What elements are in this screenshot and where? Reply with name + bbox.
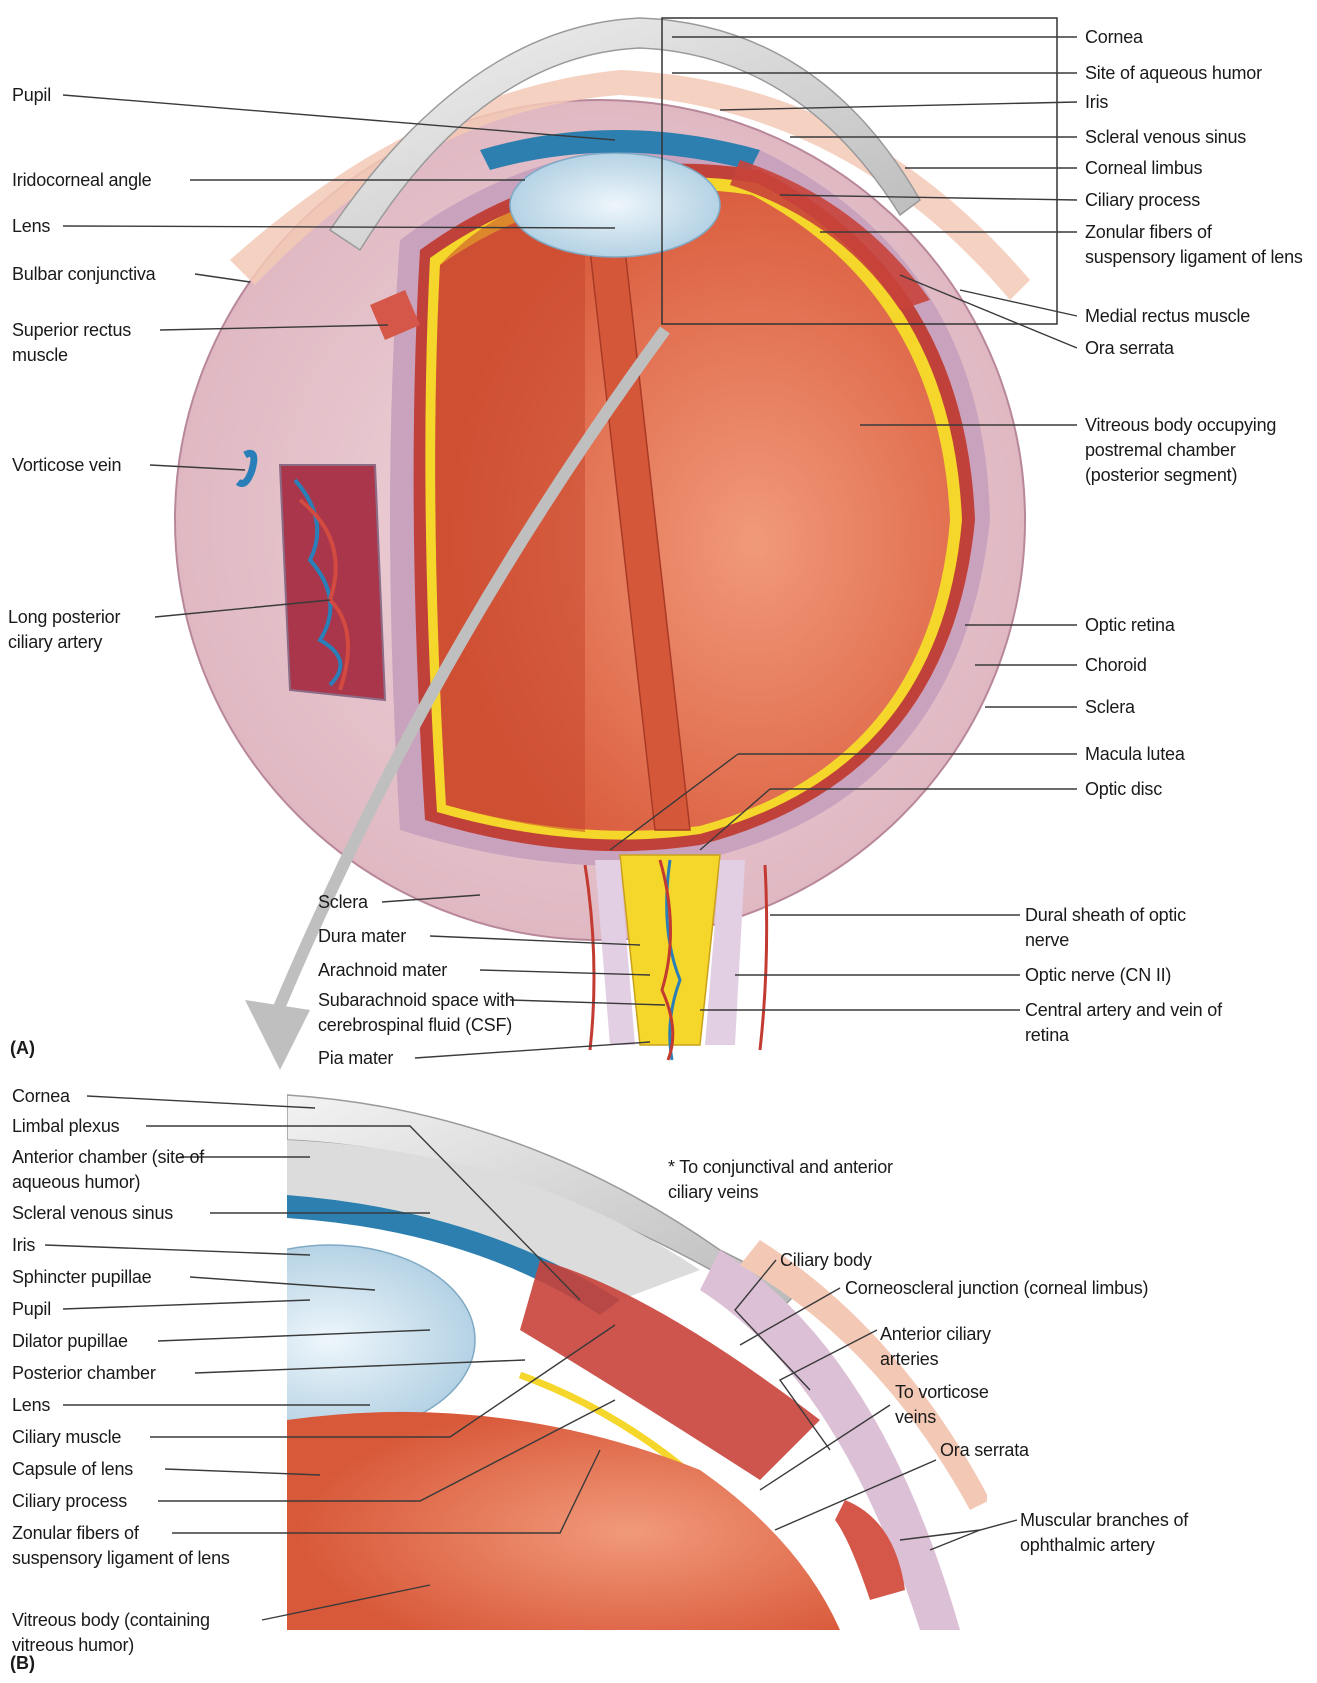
b-lens (185, 1245, 475, 1435)
zoom-arrowhead (245, 1000, 310, 1070)
label-long-posterior-ciliary: Long posterior ciliary artery (8, 605, 168, 655)
vitreous-shadow (435, 190, 585, 832)
label-cornea-a: Cornea (1085, 25, 1143, 50)
label-macula-lutea: Macula lutea (1085, 742, 1185, 767)
label-subarachnoid-space: Subarachnoid space with cerebrospinal fl… (318, 988, 618, 1038)
label-ciliary-body: Ciliary body (780, 1248, 872, 1273)
label-optic-nerve: Optic nerve (CN II) (1025, 963, 1171, 988)
label-optic-retina: Optic retina (1085, 613, 1175, 638)
label-lens-a: Lens (12, 214, 50, 239)
label-anterior-chamber: Anterior chamber (site of aqueous humor) (12, 1145, 272, 1195)
label-aqueous-site: Site of aqueous humor (1085, 61, 1262, 86)
label-zonular-fibers-a: Zonular fibers of suspensory ligament of… (1085, 220, 1305, 270)
label-scleral-sinus-b: Scleral venous sinus (12, 1201, 173, 1226)
label-iris-a: Iris (1085, 90, 1108, 115)
label-conjunctival-note: * To conjunctival and anterior ciliary v… (668, 1155, 898, 1205)
label-dura-mater: Dura mater (318, 924, 406, 949)
lens-shape (510, 153, 720, 257)
label-to-vorticose-veins: To vorticose veins (895, 1380, 1025, 1430)
label-ciliary-muscle: Ciliary muscle (12, 1425, 121, 1450)
label-choroid: Choroid (1085, 653, 1147, 678)
label-limbal-plexus: Limbal plexus (12, 1114, 119, 1139)
label-iridocorneal-angle: Iridocorneal angle (12, 168, 152, 193)
label-pupil-a: Pupil (12, 83, 51, 108)
label-sphincter-pupillae: Sphincter pupillae (12, 1265, 152, 1290)
label-posterior-chamber: Posterior chamber (12, 1361, 156, 1386)
label-vitreous-body-a: Vitreous body occupying postremal chambe… (1085, 413, 1300, 488)
panel-label-a: (A) (10, 1038, 35, 1059)
label-dilator-pupillae: Dilator pupillae (12, 1329, 128, 1354)
label-ciliary-process-a: Ciliary process (1085, 188, 1200, 213)
label-pupil-b: Pupil (12, 1297, 51, 1322)
label-sclera-bottom: Sclera (318, 890, 368, 915)
label-arachnoid-mater: Arachnoid mater (318, 958, 447, 983)
label-ora-serrata-b: Ora serrata (940, 1438, 1029, 1463)
label-bulbar-conjunctiva: Bulbar conjunctiva (12, 262, 156, 287)
label-iris-b: Iris (12, 1233, 35, 1258)
label-optic-disc: Optic disc (1085, 777, 1162, 802)
label-lens-b: Lens (12, 1393, 50, 1418)
label-muscular-branches: Muscular branches of ophthalmic artery (1020, 1508, 1230, 1558)
label-zonular-fibers-b: Zonular fibers of suspensory ligament of… (12, 1521, 232, 1571)
label-central-artery: Central artery and vein of retina (1025, 998, 1225, 1048)
label-cornea-b: Cornea (12, 1084, 70, 1109)
label-pia-mater: Pia mater (318, 1046, 393, 1071)
panel-label-b: (B) (10, 1653, 35, 1674)
label-corneoscleral-junction: Corneoscleral junction (corneal limbus) (845, 1276, 1148, 1301)
panel-a-eyeball (175, 18, 1057, 1070)
label-ciliary-process-b: Ciliary process (12, 1489, 127, 1514)
label-scleral-sinus-a: Scleral venous sinus (1085, 125, 1246, 150)
label-vitreous-body-b: Vitreous body (containing vitreous humor… (12, 1608, 272, 1658)
label-dural-sheath: Dural sheath of optic nerve (1025, 903, 1205, 953)
label-vorticose-vein: Vorticose vein (12, 453, 121, 478)
label-ora-serrata-a: Ora serrata (1085, 336, 1174, 361)
label-anterior-ciliary-arteries: Anterior ciliary arteries (880, 1322, 1030, 1372)
label-corneal-limbus: Corneal limbus (1085, 156, 1202, 181)
label-capsule-of-lens: Capsule of lens (12, 1457, 133, 1482)
label-sclera-right: Sclera (1085, 695, 1135, 720)
label-medial-rectus: Medial rectus muscle (1085, 304, 1250, 329)
label-superior-rectus: Superior rectus muscle (12, 318, 182, 368)
